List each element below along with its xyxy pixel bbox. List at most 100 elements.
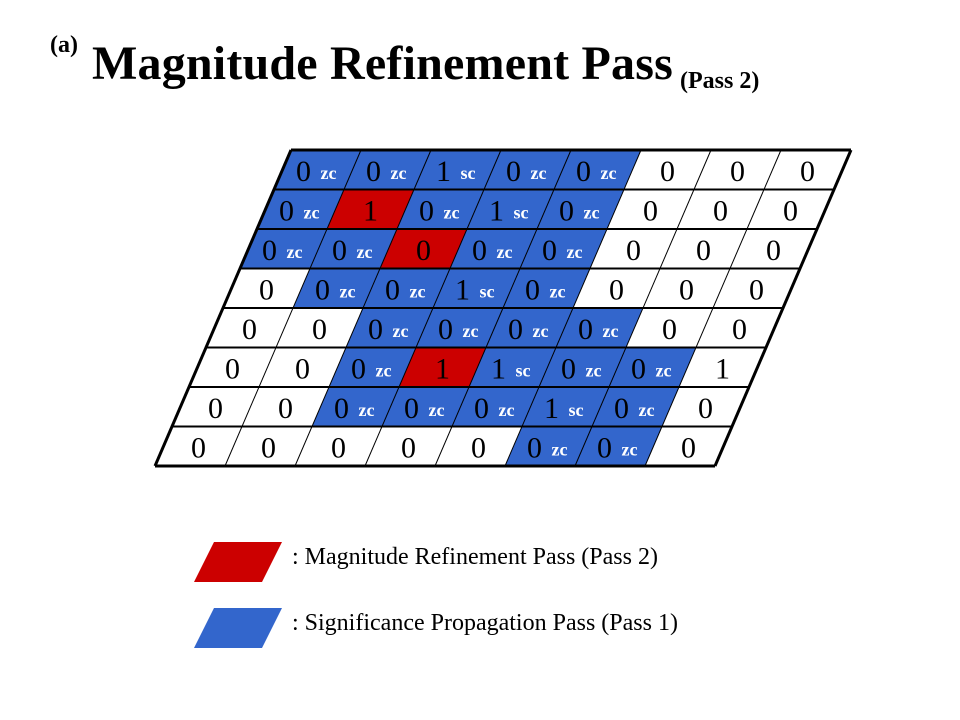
cell-fill-r4-c4: [486, 308, 573, 348]
cell-fill-r0-c3: [484, 150, 571, 190]
cell-value-r3-c7: 0: [749, 273, 764, 306]
cell-tag-r7-c5: zc: [552, 439, 568, 459]
cell-fill-r2-c0: [240, 229, 327, 269]
cell-tag-r4-c3: zc: [463, 321, 479, 341]
grid-col-line: [504, 149, 642, 467]
cell-fill-r1-c2: [397, 189, 484, 229]
cell-value-r6-c4: 0: [474, 392, 489, 425]
legend-swatches: [194, 542, 282, 648]
cell-value-r6-c3: 0: [404, 392, 419, 425]
cell-value-r7-c2: 0: [331, 431, 346, 464]
cell-tag-r6-c3: zc: [429, 400, 445, 420]
legend-swatch-significance: [194, 608, 282, 648]
cell-value-r5-c3: 1: [435, 352, 450, 385]
cell-fill-r4-c2: [346, 308, 433, 348]
cell-value-r0-c1: 0: [366, 155, 381, 188]
cell-tag-r4-c2: zc: [393, 321, 409, 341]
cell-tag-r2-c0: zc: [287, 242, 303, 262]
cell-fill-r3-c4: [503, 268, 590, 308]
legend-swatch-refinement: [194, 542, 282, 582]
cell-value-r0-c6: 0: [730, 155, 745, 188]
cell-value-r6-c0: 0: [208, 392, 223, 425]
cell-value-r7-c0: 0: [191, 431, 206, 464]
cell-value-r3-c3: 1: [455, 273, 470, 306]
cell-tag-r3-c1: zc: [340, 281, 356, 301]
cell-value-r4-c2: 0: [368, 313, 383, 346]
cell-fill-r4-c3: [416, 308, 503, 348]
cell-tag-r2-c1: zc: [357, 242, 373, 262]
cell-value-r7-c3: 0: [401, 431, 416, 464]
cell-value-r1-c2: 0: [419, 194, 434, 227]
grid-col-line: [224, 149, 362, 467]
cell-tag-r0-c4: zc: [601, 163, 617, 183]
cell-value-r1-c1: 1: [363, 194, 378, 227]
cell-tag-r4-c5: zc: [603, 321, 619, 341]
page-title: Magnitude Refinement Pass: [92, 37, 673, 90]
cell-value-r3-c5: 0: [609, 273, 624, 306]
cell-tag-r3-c3: sc: [480, 281, 495, 301]
cell-fill-r5-c2: [329, 347, 416, 387]
cell-value-r7-c6: 0: [597, 431, 612, 464]
cell-value-r0-c0: 0: [296, 155, 311, 188]
cell-fill-r4-c5: [556, 308, 643, 348]
cell-tag-r6-c2: zc: [359, 400, 375, 420]
cell-fill-r3-c2: [363, 268, 450, 308]
cell-value-r4-c1: 0: [312, 313, 327, 346]
cell-tag-r0-c3: zc: [531, 163, 547, 183]
cell-value-r1-c3: 1: [489, 194, 504, 227]
cell-value-r5-c2: 0: [351, 352, 366, 385]
cell-tag-r7-c6: zc: [622, 439, 638, 459]
cell-value-r1-c4: 0: [559, 194, 574, 227]
cell-fill-r2-c4: [520, 229, 607, 269]
cell-value-r6-c7: 0: [698, 392, 713, 425]
cell-fill-r1-c3: [467, 189, 554, 229]
cell-fill-r2-c1: [310, 229, 397, 269]
cell-fill-r0-c1: [344, 150, 431, 190]
cell-tag-r0-c1: zc: [391, 163, 407, 183]
cell-tag-r5-c4: sc: [516, 360, 531, 380]
cell-fill-r6-c6: [592, 387, 679, 427]
cell-value-r2-c3: 0: [472, 234, 487, 267]
cell-value-r1-c0: 0: [279, 194, 294, 227]
cell-value-r2-c2: 0: [416, 234, 431, 267]
cell-value-r6-c5: 1: [544, 392, 559, 425]
cell-value-r6-c2: 0: [334, 392, 349, 425]
cell-value-r3-c6: 0: [679, 273, 694, 306]
cell-value-r1-c5: 0: [643, 194, 658, 227]
cell-fill-r1-c4: [537, 189, 624, 229]
cell-tag-r5-c6: zc: [656, 360, 672, 380]
cell-fill-r2-c2: [380, 229, 467, 269]
cell-value-r3-c1: 0: [315, 273, 330, 306]
cell-tag-r1-c0: zc: [304, 202, 320, 222]
legend-label-refinement: : Magnitude Refinement Pass (Pass 2): [292, 544, 658, 570]
cell-tag-r6-c5: sc: [569, 400, 584, 420]
cell-fill-r7-c6: [575, 426, 662, 466]
cell-value-r3-c2: 0: [385, 273, 400, 306]
cell-value-r7-c4: 0: [471, 431, 486, 464]
cell-value-r3-c0: 0: [259, 273, 274, 306]
cell-tag-r3-c2: zc: [410, 281, 426, 301]
cell-tag-r0-c0: zc: [321, 163, 337, 183]
cell-tag-r6-c6: zc: [639, 400, 655, 420]
cell-tag-r2-c3: zc: [497, 242, 513, 262]
cell-value-r5-c6: 0: [631, 352, 646, 385]
cell-value-r5-c7: 1: [715, 352, 730, 385]
cell-fill-r7-c5: [505, 426, 592, 466]
grid-col-line: [153, 149, 293, 467]
cell-fill-r6-c2: [312, 387, 399, 427]
cell-value-r5-c0: 0: [225, 352, 240, 385]
cell-tag-r5-c2: zc: [376, 360, 392, 380]
cell-fill-r1-c1: [327, 189, 414, 229]
cell-value-r0-c5: 0: [660, 155, 675, 188]
cell-fill-r0-c4: [554, 150, 641, 190]
cell-value-r4-c5: 0: [578, 313, 593, 346]
cell-fill-r6-c4: [452, 387, 539, 427]
cell-value-r7-c5: 0: [527, 431, 542, 464]
grid-col-line: [434, 149, 572, 467]
cell-value-r7-c1: 0: [261, 431, 276, 464]
grid-col-line: [644, 149, 782, 467]
cell-value-r1-c7: 0: [783, 194, 798, 227]
grid-col-line: [294, 149, 432, 467]
